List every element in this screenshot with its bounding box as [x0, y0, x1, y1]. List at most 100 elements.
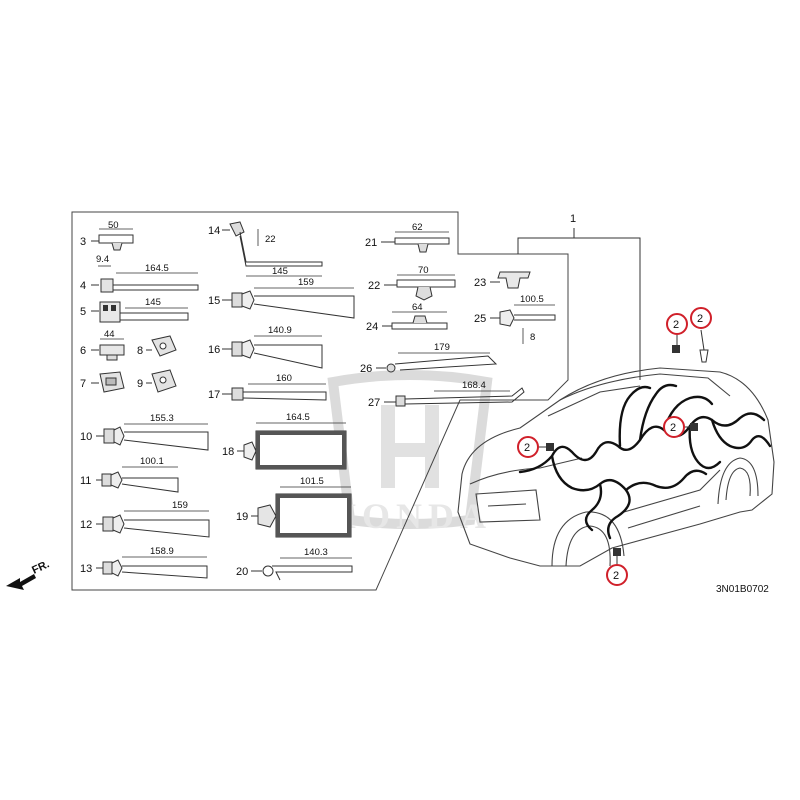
part-4: 4 9.4 164.5 — [80, 254, 199, 293]
front-arrow-label: FR. — [30, 558, 51, 576]
part-18-dim: 164.5 — [286, 412, 310, 423]
part-18-number: 18 — [222, 446, 234, 458]
part-14-dim-b: 145 — [272, 266, 288, 277]
part-8-number: 8 — [137, 345, 143, 357]
part-21-dim: 62 — [412, 222, 423, 233]
part-7-number: 7 — [80, 378, 86, 390]
callout-2-e-label: 2 — [613, 570, 619, 582]
part-21: 21 62 — [365, 222, 450, 253]
part-13: 13 158.9 — [80, 546, 208, 579]
callout-2-e-circle — [606, 564, 628, 586]
part-19-number: 19 — [236, 511, 248, 523]
part-23: 23 — [474, 271, 531, 289]
callout-2-d-circle — [517, 436, 539, 458]
part-3-dim: 50 — [108, 220, 119, 231]
part-3: 3 50 — [80, 220, 134, 251]
part-15-dim: 159 — [298, 277, 314, 288]
part-11-number: 11 — [80, 475, 91, 487]
part-9-number: 9 — [137, 378, 143, 390]
part-26-number: 26 — [360, 363, 372, 375]
part-26: 26 179 — [360, 342, 498, 375]
parts-group-outline — [71, 211, 569, 591]
assembly-callout-1: 1 — [517, 213, 641, 380]
part-3-number: 3 — [80, 236, 86, 248]
part-5-dim: 145 — [145, 297, 161, 308]
part-22-dim: 70 — [418, 265, 429, 276]
part-24: 24 64 — [366, 302, 448, 333]
part-19-dim: 101.5 — [300, 476, 324, 487]
part-7: 7 — [80, 371, 125, 393]
part-14: 14 22 145 — [208, 221, 323, 277]
callout-2-a-label: 2 — [673, 319, 679, 331]
part-5-number: 5 — [80, 306, 86, 318]
vehicle-illustration — [457, 367, 775, 567]
part-22-number: 22 — [368, 280, 380, 292]
honda-wordmark: HONDA — [328, 496, 492, 536]
part-14-number: 14 — [208, 225, 220, 237]
part-12: 12 159 — [80, 500, 210, 538]
callout-2-group: 2 2 2 2 2 — [517, 307, 712, 586]
part-24-dim: 64 — [412, 302, 423, 313]
honda-h-logo — [327, 370, 493, 529]
front-arrow-icon — [6, 574, 36, 590]
part-22: 22 70 — [368, 265, 456, 301]
callout-2-e: 2 — [606, 548, 628, 586]
part-16-dim: 140.9 — [268, 325, 292, 336]
part-14-dim-a: 22 — [265, 234, 276, 245]
part-15: 15 159 — [208, 277, 355, 319]
part-16: 16 140.9 — [208, 325, 323, 369]
part-17-number: 17 — [208, 389, 220, 401]
callout-2-b-circle — [690, 307, 712, 329]
part-10: 10 155.3 — [80, 413, 209, 451]
part-25-dim-a: 100.5 — [520, 294, 544, 305]
part-6: 6 44 — [80, 329, 125, 361]
part-4-number: 4 — [80, 280, 86, 292]
part-25-number: 25 — [474, 313, 486, 325]
callout-2-d: 2 — [517, 436, 554, 458]
assembly-callout-number: 1 — [570, 213, 576, 225]
part-13-dim: 158.9 — [150, 546, 174, 557]
callout-2-c: 2 — [663, 416, 698, 438]
part-10-number: 10 — [80, 431, 92, 443]
part-20-number: 20 — [236, 566, 248, 578]
callout-2-c-circle — [663, 416, 685, 438]
part-25-dim-b: 8 — [530, 332, 535, 343]
callout-2-b: 2 — [690, 307, 712, 363]
part-26-dim: 179 — [434, 342, 450, 353]
part-12-dim: 159 — [172, 500, 188, 511]
part-18: 18 164.5 — [222, 412, 347, 470]
part-27-dim: 168.4 — [462, 380, 486, 391]
part-16-number: 16 — [208, 344, 220, 356]
part-20: 20 140.3 — [236, 547, 353, 581]
callout-2-d-label: 2 — [524, 442, 530, 454]
part-21-number: 21 — [365, 237, 377, 249]
callout-2-b-label: 2 — [697, 313, 703, 325]
honda-h-inner — [381, 405, 439, 488]
part-19: 19 101.5 — [236, 476, 352, 538]
part-27: 27 168.4 — [368, 380, 525, 409]
part-24-number: 24 — [366, 321, 378, 333]
part-4-dim-a: 9.4 — [96, 254, 109, 265]
figure-code: 3N01B0702 — [716, 584, 769, 595]
part-6-dim: 44 — [104, 329, 115, 340]
part-6-number: 6 — [80, 345, 86, 357]
callout-2-a: 2 — [666, 313, 688, 353]
part-10-dim: 155.3 — [150, 413, 174, 424]
part-27-number: 27 — [368, 397, 380, 409]
part-11-dim: 100.1 — [140, 456, 164, 467]
front-arrow: FR. — [6, 558, 51, 590]
wire-harness — [518, 383, 772, 540]
part-25: 25 100.5 8 — [474, 294, 556, 344]
callout-2-c-label: 2 — [670, 422, 676, 434]
part-12-number: 12 — [80, 519, 92, 531]
part-15-number: 15 — [208, 295, 220, 307]
part-9: 9 — [137, 369, 177, 393]
part-20-dim: 140.3 — [304, 547, 328, 558]
part-23-number: 23 — [474, 277, 486, 289]
part-5: 5 145 — [80, 297, 189, 323]
part-17: 17 160 — [208, 373, 327, 401]
part-8: 8 — [137, 335, 177, 357]
part-17-dim: 160 — [276, 373, 292, 384]
part-11: 11 100.1 — [80, 456, 179, 493]
